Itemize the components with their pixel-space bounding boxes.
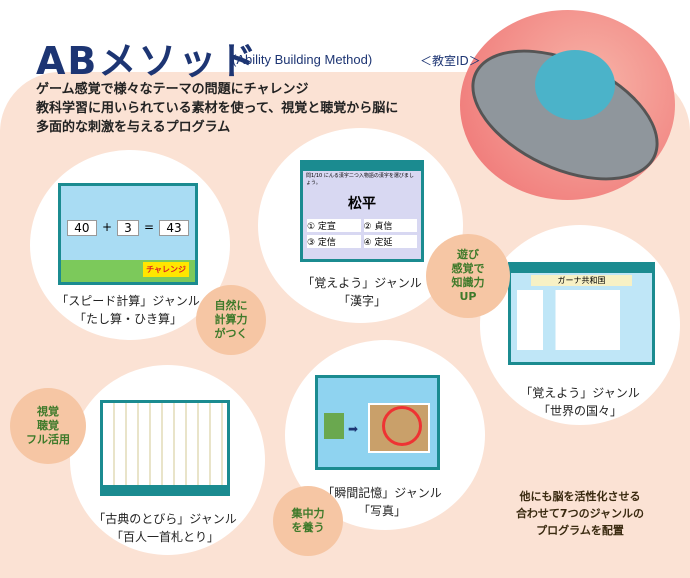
badge-focus: 集中力 を養う bbox=[273, 486, 343, 556]
badge-calc: 自然に 計算力 がつく bbox=[196, 285, 266, 355]
kanji-screen: 問1/10 にんる漢字二つ入物語の漢字を選びましょう。 松平 ① 定宣 ② 貞信… bbox=[300, 160, 424, 262]
speed-calc-screen: 40 + 3 = 43 チャレンジ bbox=[58, 183, 198, 285]
caption: 「スピード計算」ジャンル「たし算・ひき算」 bbox=[56, 294, 200, 326]
badge-knowledge: 遊び 感覚で 知識力 UP bbox=[426, 234, 510, 318]
page-subtitle: (Ability Building Method) bbox=[232, 52, 373, 67]
caption: 「覚えよう」ジャンル「漢字」 bbox=[302, 276, 422, 308]
caption: 「覚えよう」ジャンル「世界の国々」 bbox=[520, 386, 640, 418]
hyakunin-screen bbox=[100, 400, 230, 496]
caption: 「古典のとびら」ジャンル「百人一首札とり」 bbox=[93, 512, 237, 544]
badge-senses: 視覚 聴覚 フル活用 bbox=[10, 388, 86, 464]
description: ゲーム感覚で様々なテーマの問題にチャレンジ 教科学習に用いられている素材を使って… bbox=[36, 82, 399, 135]
footer-note: 他にも脳を活性化させる合わせて7つのジャンルのプログラムを配置 bbox=[515, 490, 645, 537]
challenge-button[interactable]: チャレンジ bbox=[143, 262, 189, 277]
classroom-id: ＜教室ID＞ bbox=[420, 54, 481, 68]
photo-memory-screen: ➡ bbox=[315, 375, 440, 470]
spaceship-illustration bbox=[445, 0, 690, 208]
caption: 「瞬間記憶」ジャンル「写真」 bbox=[322, 486, 442, 518]
page-title: ABメソッド bbox=[36, 39, 259, 83]
world-map-screen: ガーナ共和国 bbox=[508, 262, 655, 365]
